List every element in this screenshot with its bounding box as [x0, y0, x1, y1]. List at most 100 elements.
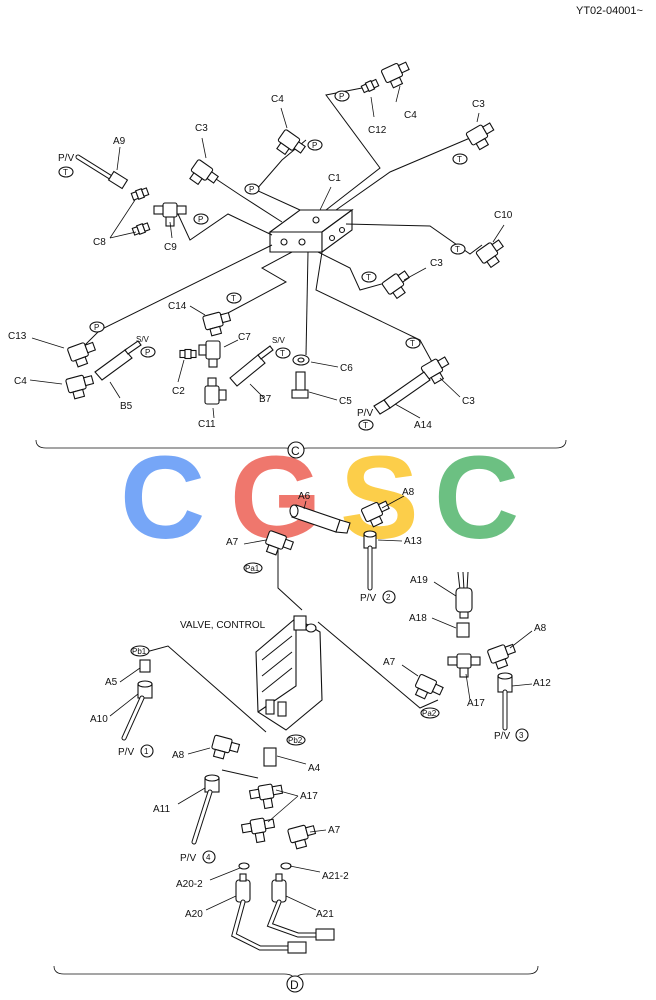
manifold-c1 [268, 208, 354, 254]
port-label: P [249, 185, 254, 194]
port-label: T [63, 168, 68, 177]
elbow-fitting-c3-left [186, 158, 221, 192]
elbow-fitting-c4-top [380, 58, 414, 91]
label-valve-control: VALVE, CONTROL [180, 620, 266, 631]
pilot-number-1: 1 [144, 747, 149, 756]
port-pa1: Pa1 [243, 562, 263, 574]
port-t-b7: T [275, 347, 291, 359]
label-c4-low: C4 [14, 376, 27, 387]
port-pb2: Pb2 [286, 734, 306, 746]
label-sv-b5: S/V [136, 335, 150, 344]
label-a4: A4 [308, 763, 321, 774]
port-label: T [455, 245, 460, 254]
label-c5: C5 [339, 396, 352, 407]
solenoid-b5 [94, 340, 142, 381]
port-label: P [198, 215, 203, 224]
label-c7: C7 [238, 332, 251, 343]
port-t-c10: T [450, 243, 466, 255]
port-t-c3-mid: T [361, 271, 377, 283]
label-c10: C10 [494, 210, 513, 221]
port-label: Pa1 [245, 564, 260, 573]
port-t-pv-a14: T [358, 419, 374, 431]
label-a13: A13 [404, 536, 422, 547]
elbow-fitting-c13 [66, 339, 100, 369]
tee-fitting-a17-upper [248, 781, 286, 812]
port-pb1: Pb1 [130, 645, 150, 657]
elbow-fitting-c11 [204, 377, 227, 405]
watermark: C G S C [120, 432, 519, 564]
fitting-a10 [137, 680, 153, 699]
hose-pv4 [191, 789, 213, 845]
document-id: YT02-04001~ [576, 5, 643, 17]
port-pa2: Pa2 [420, 707, 440, 719]
port-p-c9: P [193, 213, 209, 225]
leaders-d [109, 495, 533, 911]
pipe-routing-c [83, 87, 483, 363]
fitting-a13 [363, 530, 377, 549]
label-a8-lower: A8 [172, 750, 185, 761]
port-t-c14: T [226, 292, 242, 304]
solenoid-b7 [229, 345, 274, 387]
hose-pv1 [121, 695, 145, 741]
label-a18: A18 [409, 613, 427, 624]
label-pv: P/V [118, 747, 134, 758]
label-c3-low: C3 [462, 396, 475, 407]
group-marker-d: D [290, 978, 299, 992]
elbow-fitting-a7-right [411, 673, 445, 705]
port-label: T [366, 273, 371, 282]
elbow-fitting-a7-lower [286, 822, 319, 851]
label-a6: A6 [298, 491, 311, 502]
label-a20: A20 [185, 909, 203, 920]
label-c14: C14 [168, 301, 187, 312]
label-pv-a14: P/V [357, 408, 373, 419]
port-p-c12: P [334, 90, 350, 102]
label-pv3: P/V 3 [494, 728, 529, 742]
port-p-c4: P [307, 139, 323, 151]
port-label: T [280, 349, 285, 358]
label-pv2: P/V 2 [360, 590, 396, 604]
port-t-a9: T [58, 166, 74, 178]
port-label: T [457, 155, 462, 164]
label-a11: A11 [153, 804, 170, 815]
group-d: Pa1 Pb1 Pa2 Pb2 [53, 487, 551, 993]
port-p-c3: P [244, 183, 260, 195]
fitting-a14 [373, 371, 431, 415]
label-a17-right: A17 [467, 698, 485, 709]
label-pv4: P/V 4 [180, 850, 216, 864]
label-a7-right: A7 [383, 657, 396, 668]
watermark-letter-s: S [340, 432, 419, 564]
port-label: T [410, 339, 415, 348]
fitting-a5 [139, 659, 151, 673]
label-a21-2: A21-2 [322, 871, 349, 882]
label-c6: C6 [340, 363, 353, 374]
fitting-c8-lower [131, 221, 151, 237]
fitting-a12 [497, 672, 513, 693]
label-a7-top: A7 [226, 537, 239, 548]
label-c12: C12 [368, 125, 387, 136]
label-a14: A14 [414, 420, 432, 431]
label-a17-lower: A17 [300, 791, 318, 802]
port-label: P [145, 348, 150, 357]
fitting-a11 [204, 774, 220, 793]
elbow-fitting-c14 [201, 309, 234, 338]
label-pv1: P/V 1 [118, 744, 154, 758]
pilot-number-2: 2 [386, 593, 391, 602]
label-c2: C2 [172, 386, 185, 397]
label-c4-top: C4 [404, 110, 417, 121]
label-a12: A12 [533, 678, 551, 689]
port-p-c13: P [89, 321, 105, 333]
port-label: T [231, 294, 236, 303]
watermark-letter-c2: C [434, 432, 519, 564]
label-c11: C11 [198, 419, 216, 430]
fitting-a4 [263, 747, 277, 767]
label-sv-b7: S/V [272, 336, 286, 345]
port-label: Pa2 [422, 709, 437, 718]
hose-a9 [75, 154, 129, 190]
pilot-number-4: 4 [206, 853, 211, 862]
o-ring-a21-2 [280, 862, 292, 870]
sensor-a20 [235, 873, 251, 903]
label-c3-left: C3 [195, 123, 208, 134]
port-t-a14: T [405, 337, 421, 349]
label-c3-mid: C3 [430, 258, 443, 269]
